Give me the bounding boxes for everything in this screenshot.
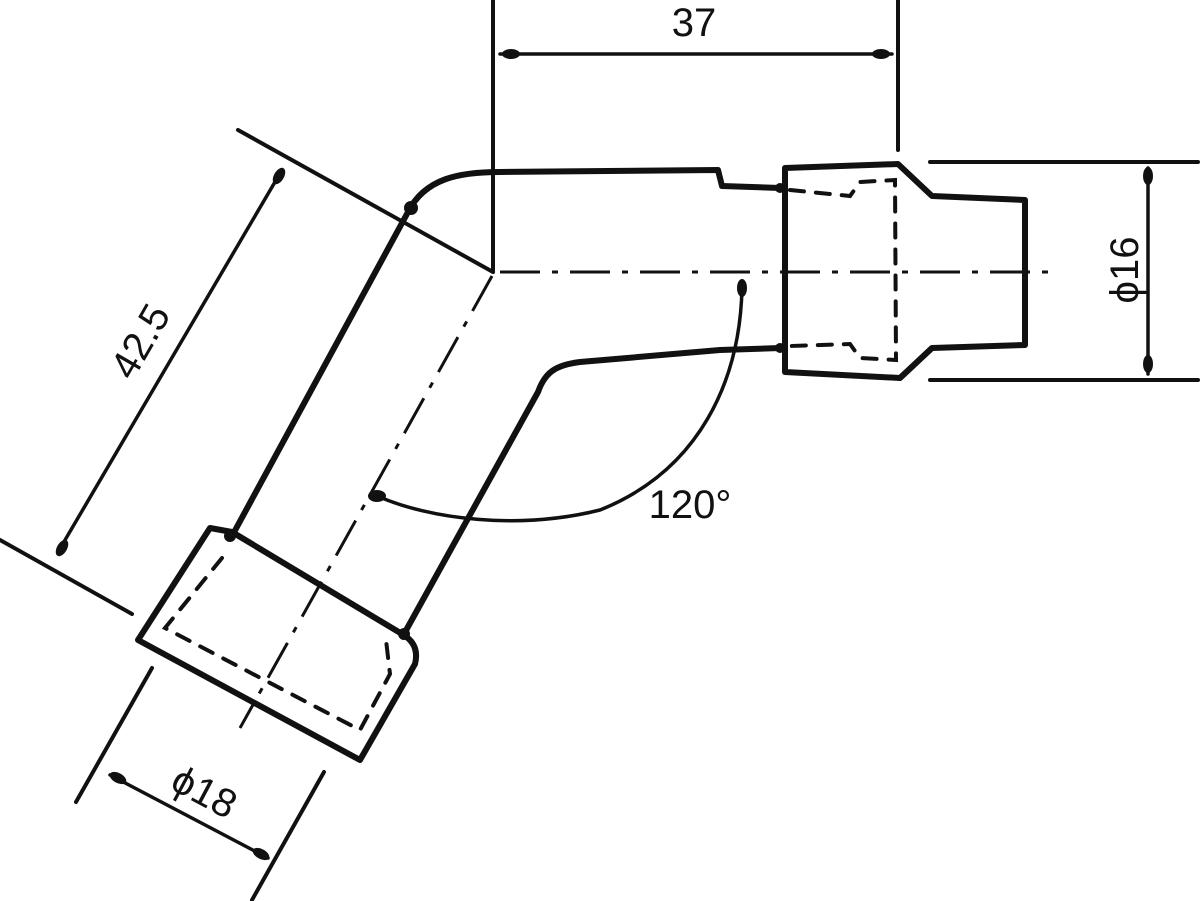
arrow-dot-d18-right bbox=[252, 847, 270, 861]
junction-dot-outlet-bottom bbox=[775, 343, 785, 353]
junction-dot-elbow bbox=[404, 201, 418, 215]
ext-line-d18-left bbox=[74, 666, 154, 804]
label-120: 120° bbox=[649, 483, 732, 527]
dim-line-d18 bbox=[108, 773, 270, 860]
dimension-lines bbox=[56, 52, 1150, 860]
arrow-dot-42-top bbox=[272, 167, 286, 185]
outlet-inner-hidden bbox=[788, 177, 899, 363]
inlet-inner-hidden bbox=[161, 556, 393, 733]
ext-line-d18-right bbox=[250, 770, 326, 901]
center-lines bbox=[238, 270, 1058, 729]
center-line-inlet-arm bbox=[238, 275, 494, 729]
label-d18: ϕ18 bbox=[164, 757, 244, 827]
label-d16: ϕ16 bbox=[1103, 237, 1147, 304]
arrow-dot-arc-bottom bbox=[368, 490, 386, 502]
arrow-dot-arc-top bbox=[737, 279, 747, 297]
junction-dot-inlet-right bbox=[398, 628, 410, 640]
label-42-5: 42.5 bbox=[102, 297, 179, 386]
arrow-dot-37-right bbox=[872, 49, 890, 59]
junction-dot-outlet-top bbox=[775, 183, 785, 193]
arrow-dot-d16-bottom bbox=[1143, 355, 1153, 373]
inlet-cap bbox=[135, 525, 420, 763]
dim-arc-120 bbox=[373, 286, 744, 523]
lower-arm-outer-edge bbox=[229, 209, 411, 539]
upper-arm-top-edge bbox=[405, 167, 783, 215]
arrow-dot-d16-top bbox=[1143, 167, 1153, 185]
dim-line-42-5 bbox=[56, 168, 284, 554]
outlet-cap bbox=[782, 161, 1028, 381]
label-37: 37 bbox=[672, 1, 717, 45]
hidden-lines bbox=[161, 177, 899, 733]
arrow-dot-d18-left bbox=[109, 771, 127, 785]
arrow-dot-37-left bbox=[502, 49, 520, 59]
arrow-dot-42-bottom bbox=[55, 539, 69, 557]
ext-line-42-bottom bbox=[0, 538, 134, 616]
ext-line-42-top bbox=[236, 128, 495, 274]
arrow-dots bbox=[55, 49, 1153, 861]
upper-arm-bottom-edge bbox=[401, 345, 783, 637]
junction-dot-inlet-left bbox=[224, 530, 236, 542]
